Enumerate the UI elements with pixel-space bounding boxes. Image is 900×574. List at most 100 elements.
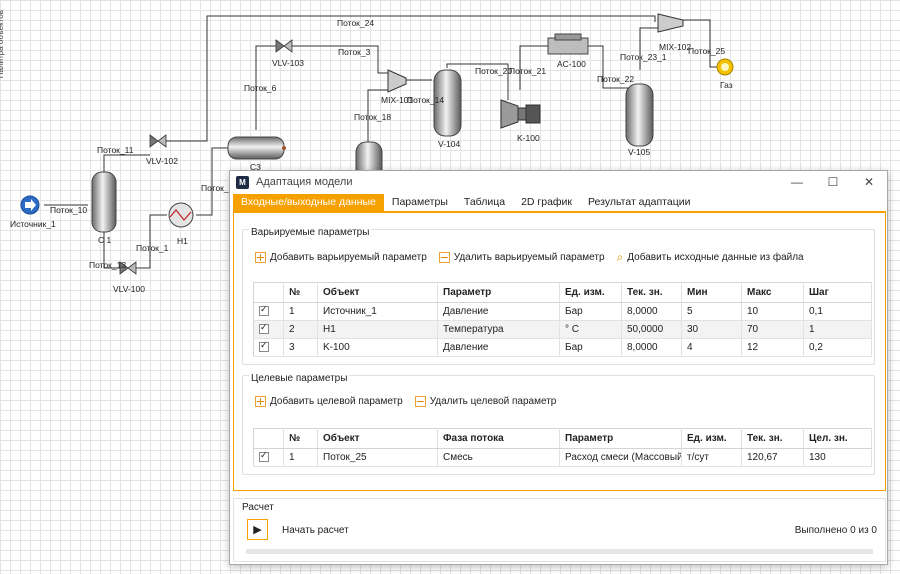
row-checkbox[interactable]	[259, 340, 269, 353]
varied-header-cell[interactable]: Объект	[317, 282, 438, 303]
table-cell[interactable]: 3	[283, 338, 318, 357]
target-header-cell[interactable]: Ед. изм.	[681, 428, 742, 449]
calc-title: Расчет	[242, 502, 274, 513]
table-cell[interactable]: ° C	[559, 320, 622, 339]
dialog-titlebar[interactable]: M Адаптация модели — ☐ ✕	[230, 171, 887, 193]
add-from-file-button[interactable]: ⌕ Добавить исходные данные из файла	[616, 250, 804, 264]
table-cell[interactable]: Поток_25	[317, 448, 438, 467]
varied-header-cell[interactable]: Параметр	[437, 282, 560, 303]
table-cell[interactable]: 10	[741, 302, 804, 321]
calc-section: Расчет ▶ Начать расчет Выполнено 0 из 0	[233, 498, 886, 562]
vessel-v-105[interactable]	[625, 83, 654, 147]
svg-text:VLV-100: VLV-100	[113, 284, 145, 294]
svg-text:Поток_21: Поток_21	[509, 66, 546, 76]
target-header-cell[interactable]: Параметр	[559, 428, 682, 449]
row-checkbox-cell[interactable]	[253, 302, 284, 321]
varied-header-cell[interactable]: Ед. изм.	[559, 282, 622, 303]
valve-vlv-103[interactable]	[275, 39, 293, 53]
varied-header-cell[interactable]: Мин	[681, 282, 742, 303]
table-cell[interactable]: 130	[803, 448, 872, 467]
valve-vlv-100[interactable]	[119, 261, 137, 275]
source-node[interactable]	[20, 195, 40, 215]
mixer-mix-102[interactable]	[657, 13, 684, 33]
table-cell[interactable]: Источник_1	[317, 302, 438, 321]
table-cell[interactable]: 1	[283, 302, 318, 321]
table-cell[interactable]: 8,0000	[621, 302, 682, 321]
table-cell[interactable]: 2	[283, 320, 318, 339]
remove-varied-button[interactable]: Удалить варьируемый параметр	[438, 252, 605, 263]
table-cell[interactable]: 12	[741, 338, 804, 357]
target-header-cell[interactable]: №	[283, 428, 318, 449]
tab-2d-chart[interactable]: 2D график	[521, 196, 573, 208]
vessel-v-104[interactable]	[433, 69, 462, 137]
varied-header-cell[interactable]: Макс	[741, 282, 804, 303]
table-cell[interactable]: 8,0000	[621, 338, 682, 357]
table-cell[interactable]: т/сут	[681, 448, 742, 467]
remove-target-button[interactable]: Удалить целевой параметр	[414, 396, 556, 407]
target-header-cell[interactable]: Тек. зн.	[741, 428, 804, 449]
tab-parameters[interactable]: Параметры	[391, 196, 448, 208]
table-cell[interactable]: Температура	[437, 320, 560, 339]
table-cell[interactable]: 120,67	[741, 448, 804, 467]
minimize-button[interactable]: —	[791, 175, 803, 189]
table-cell[interactable]: Бар	[559, 302, 622, 321]
tab-adaptation-result[interactable]: Результат адаптации	[588, 196, 691, 208]
table-cell[interactable]: Бар	[559, 338, 622, 357]
varied-header-cell[interactable]: Шаг	[803, 282, 872, 303]
table-cell[interactable]: Давление	[437, 302, 560, 321]
table-cell[interactable]: 5	[681, 302, 742, 321]
target-header-cell[interactable]: Объект	[317, 428, 438, 449]
target-header-cell[interactable]: Цел. зн.	[803, 428, 872, 449]
svg-text:V-105: V-105	[628, 147, 650, 157]
row-checkbox-cell[interactable]	[253, 320, 284, 339]
table-cell[interactable]: Давление	[437, 338, 560, 357]
table-cell[interactable]: H1	[317, 320, 438, 339]
table-cell[interactable]: 1	[283, 448, 318, 467]
row-checkbox[interactable]	[259, 450, 269, 463]
row-checkbox[interactable]	[259, 322, 269, 335]
table-cell[interactable]: 30	[681, 320, 742, 339]
separator-horizontal[interactable]	[227, 136, 286, 160]
table-cell[interactable]: K-100	[317, 338, 438, 357]
compressor-k-100[interactable]	[500, 99, 541, 129]
row-checkbox[interactable]	[259, 304, 269, 317]
varied-header-cell[interactable]: Тек. зн.	[621, 282, 682, 303]
mixer-mix-101[interactable]	[387, 69, 407, 93]
table-cell[interactable]: 4	[681, 338, 742, 357]
gas-product-node[interactable]	[716, 58, 734, 76]
row-checkbox-cell[interactable]	[253, 338, 284, 357]
table-cell[interactable]: 70	[741, 320, 804, 339]
svg-text:VLV-103: VLV-103	[272, 58, 304, 68]
start-calc-button[interactable]: ▶	[247, 519, 268, 540]
table-cell[interactable]: 0,2	[803, 338, 872, 357]
valve-vlv-102[interactable]	[149, 134, 167, 148]
svg-text:Поток_23_1: Поток_23_1	[620, 52, 667, 62]
table-cell[interactable]: 0,1	[803, 302, 872, 321]
column-c1[interactable]	[91, 171, 117, 233]
close-button[interactable]: ✕	[863, 175, 875, 189]
row-checkbox-cell[interactable]	[253, 448, 284, 467]
table-cell[interactable]: 50,0000	[621, 320, 682, 339]
table-cell[interactable]: Смесь	[437, 448, 560, 467]
target-header-cell[interactable]: Фаза потока	[437, 428, 560, 449]
svg-text:Поток_10: Поток_10	[50, 205, 87, 215]
tab-table[interactable]: Таблица	[463, 196, 506, 208]
add-varied-button[interactable]: Добавить варьируемый параметр	[255, 252, 427, 263]
add-target-button[interactable]: Добавить целевой параметр	[255, 396, 403, 407]
table-cell[interactable]: 1	[803, 320, 872, 339]
table-cell[interactable]: Расход смеси (Массовый)	[559, 448, 682, 467]
tab-io-data[interactable]: Входные/выходные данные	[233, 194, 384, 211]
start-calc-label[interactable]: Начать расчет	[282, 525, 349, 536]
maximize-button[interactable]: ☐	[827, 175, 839, 189]
heater-h1[interactable]	[168, 202, 194, 228]
varied-header-cell[interactable]: №	[283, 282, 318, 303]
cooler-ac-100[interactable]	[547, 33, 589, 55]
adaptation-dialog[interactable]: M Адаптация модели — ☐ ✕ Входные/выходны…	[229, 170, 888, 565]
